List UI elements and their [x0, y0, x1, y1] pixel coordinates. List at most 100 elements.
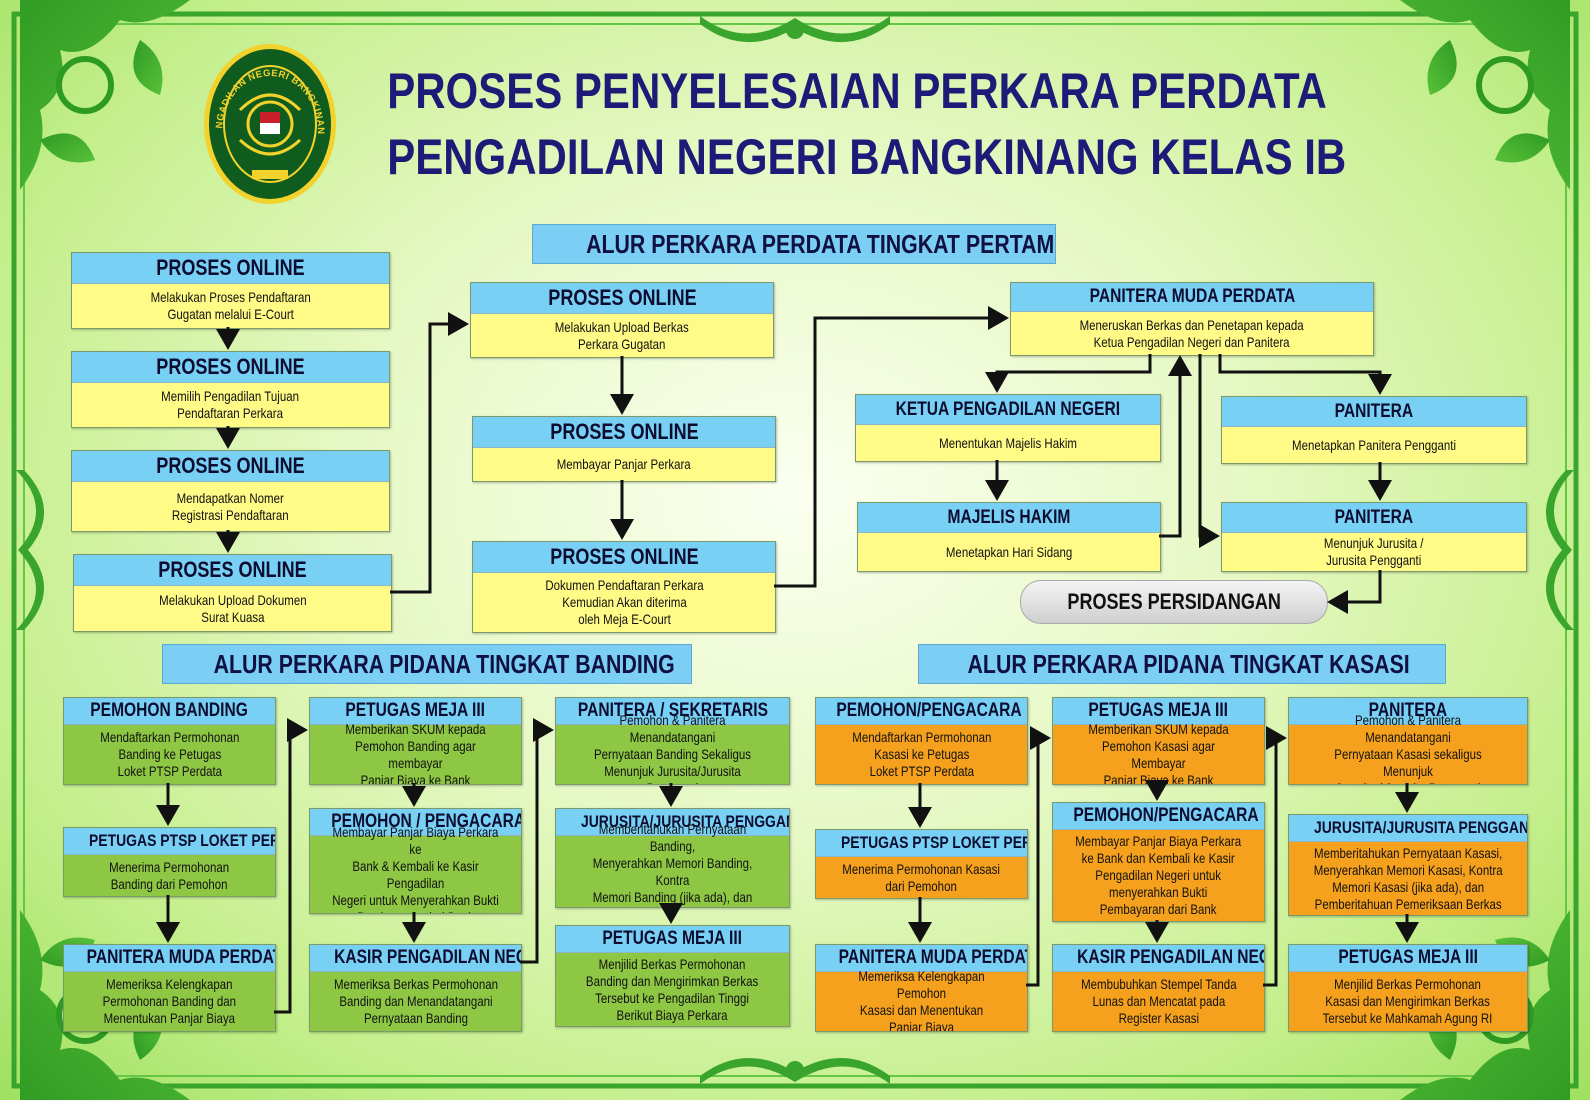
heading-tingkat-kasasi: ALUR PERKARA PIDANA TINGKAT KASASI — [918, 644, 1446, 684]
step-title: KETUA PENGADILAN NEGERI — [895, 399, 1121, 420]
step-text: Memeriksa Kelengkapan Pemohon Kasasi dan… — [858, 967, 985, 1032]
heading-tingkat-kasasi-text: ALUR PERKARA PIDANA TINGKAT KASASI — [967, 649, 1410, 679]
pertama-step-7: PROSES ONLINE Dokumen Pendaftaran Perkar… — [472, 541, 776, 633]
step-title: PANITERA — [1368, 700, 1448, 721]
step-title: PETUGAS PTSP LOKET PERDATA — [840, 833, 1027, 852]
step-title: JURUSITA/JURUSITA PENGGANTI — [1313, 818, 1527, 837]
pertama-panitera-2: PANITERA Menunjuk Jurusita / Jurusita Pe… — [1221, 502, 1527, 572]
kasasi-step-7: PANITERA Pemohon & Panitera Menandatanga… — [1288, 697, 1528, 785]
center-ornament-icon — [700, 16, 890, 1084]
proses-persidangan-terminal: PROSES PERSIDANGAN — [1020, 580, 1328, 624]
heading-tingkat-banding: ALUR PERKARA PIDANA TINGKAT BANDING — [162, 644, 692, 684]
step-title: PANITERA MUDA PERDATA — [86, 947, 275, 968]
kasasi-step-8: JURUSITA/JURUSITA PENGGANTI Memberitahuk… — [1288, 814, 1528, 916]
step-title: PROSES ONLINE — [549, 419, 699, 444]
step-text: Memberitahukan Pernyataan Kasasi, Menyer… — [1313, 844, 1503, 912]
heading-tingkat-banding-text: ALUR PERKARA PIDANA TINGKAT BANDING — [213, 649, 675, 679]
step-title: PROSES ONLINE — [156, 255, 305, 280]
step-title: PANITERA MUDA PERDATA — [1089, 286, 1295, 307]
court-logo-icon: PENGADILAN NEGERI BANGKINANG — [200, 40, 336, 204]
step-text: Menetapkan Panitera Pengganti — [1291, 436, 1457, 453]
step-title: PEMOHON BANDING — [90, 700, 249, 721]
step-title: JURUSITA/JURUSITA PENGGANTI — [580, 812, 789, 831]
step-text: Melakukan Proses Pendaftaran Gugatan mel… — [150, 289, 311, 322]
heading-tingkat-pertama: ALUR PERKARA PERDATA TINGKAT PERTAMA — [532, 224, 1056, 264]
corner-ornament-icon — [0, 0, 190, 190]
banding-step-2: PETUGAS PTSP LOKET PERDATA Menerima Perm… — [63, 827, 276, 897]
step-text: Memeriksa Berkas Permohonan Banding dan … — [333, 976, 498, 1026]
step-text: Membayar Panjar Biaya Perkara ke Bank da… — [1075, 833, 1242, 917]
step-title: PEMOHON/PENGACARA — [1073, 805, 1259, 826]
step-title: KASIR PENGADILAN NEGERI — [1077, 947, 1264, 968]
kasasi-step-9: PETUGAS MEJA III Menjilid Berkas Permoho… — [1288, 944, 1528, 1032]
banding-step-7: PANITERA / SEKRETARIS Pemohon & Panitera… — [555, 697, 790, 785]
banding-step-1: PEMOHON BANDING Mendaftarkan Permohonan … — [63, 697, 276, 785]
kasasi-step-2: PETUGAS PTSP LOKET PERDATA Menerima Perm… — [815, 829, 1028, 899]
step-text: Membayar Panjar Perkara — [557, 456, 691, 472]
pertama-step-2: PROSES ONLINE Memilih Pengadilan Tujuan … — [71, 351, 390, 428]
page-title-line-1: PROSES PENYELESAIAN PERKARA PERDATA — [387, 63, 1327, 119]
step-title: PROSES ONLINE — [549, 544, 699, 569]
kasasi-step-5: PEMOHON/PENGACARA Membayar Panjar Biaya … — [1052, 802, 1265, 922]
step-title: PROSES ONLINE — [156, 354, 305, 379]
step-text: Mendaftarkan Permohonan Kasasi ke Petuga… — [851, 729, 992, 779]
banding-step-6: KASIR PENGADILAN NEGERI Memeriksa Berkas… — [309, 944, 522, 1032]
pertama-step-6: PROSES ONLINE Membayar Panjar Perkara — [472, 416, 776, 482]
pertama-ketua-pn: KETUA PENGADILAN NEGERI Menentukan Majel… — [855, 394, 1161, 462]
step-title: MAJELIS HAKIM — [947, 507, 1071, 528]
step-text: Melakukan Upload Dokumen Surat Kuasa — [158, 591, 307, 625]
banding-step-9: PETUGAS MEJA III Menjilid Berkas Permoho… — [555, 925, 790, 1027]
step-title: PANITERA — [1334, 401, 1414, 422]
step-title: PANITERA / SEKRETARIS — [577, 700, 768, 721]
step-text: Mendapatkan Nomer Registrasi Pendaftaran — [172, 489, 289, 523]
step-text: Membubuhkan Stempel Tanda Lunas dan Menc… — [1080, 976, 1237, 1026]
step-title: KASIR PENGADILAN NEGERI — [334, 947, 521, 968]
step-title: PROSES ONLINE — [156, 453, 305, 478]
step-title: PETUGAS MEJA III — [1088, 700, 1229, 721]
step-text: Melakukan Upload Berkas Perkara Gugatan — [554, 318, 689, 352]
step-text: Menentukan Majelis Hakim — [939, 434, 1077, 451]
page-title-line-2: PENGADILAN NEGERI BANGKINANG KELAS IB — [387, 129, 1347, 185]
step-text: Memberikan SKUM kepada Pemohon Banding a… — [345, 720, 486, 785]
pertama-step-4: PROSES ONLINE Melakukan Upload Dokumen S… — [73, 554, 392, 632]
step-title: PETUGAS PTSP LOKET PERDATA — [88, 831, 275, 850]
step-title: PANITERA — [1334, 507, 1414, 528]
step-text: Memilih Pengadilan Tujuan Pendaftaran Pe… — [161, 388, 300, 421]
step-text: Membayar Panjar Biaya Perkara ke Bank & … — [332, 823, 499, 914]
step-title: PETUGAS MEJA III — [345, 700, 486, 721]
kasasi-step-4: PETUGAS MEJA III Memberikan SKUM kepada … — [1052, 697, 1265, 785]
kasasi-step-1: PEMOHON/PENGACARA Mendaftarkan Permohona… — [815, 697, 1028, 785]
step-text: Menjilid Berkas Permohonan Banding dan M… — [586, 955, 759, 1023]
step-text: Menunjuk Jurusita / Jurusita Pengganti — [1324, 535, 1424, 568]
step-text: Menetapkan Hari Sidang — [945, 543, 1073, 560]
pertama-step-3: PROSES ONLINE Mendapatkan Nomer Registra… — [71, 450, 390, 532]
side-ornament-icon — [16, 470, 1574, 630]
step-text: Pemohon & Panitera Menandatangani Pernya… — [593, 712, 752, 784]
banding-step-8: JURUSITA/JURUSITA PENGGANTI Memberitahuk… — [555, 808, 790, 908]
kasasi-step-3: PANITERA MUDA PERDATA Memeriksa Kelengka… — [815, 944, 1028, 1032]
step-text: Memberitahukan Pernyataan Banding, Menye… — [579, 820, 766, 908]
step-title: PROSES ONLINE — [547, 285, 697, 310]
step-text: Menerima Permohonan Kasasi dari Pemohon — [842, 860, 1001, 894]
step-text: Memberikan SKUM kepada Pemohon Kasasi ag… — [1088, 720, 1229, 785]
banding-step-5: PEMOHON / PENGACARA Membayar Panjar Biay… — [309, 808, 522, 914]
step-text: Dokumen Pendaftaran Perkara Kemudian Aka… — [544, 577, 704, 627]
step-title: PEMOHON / PENGACARA — [331, 811, 521, 832]
heading-tingkat-pertama-text: ALUR PERKARA PERDATA TINGKAT PERTAMA — [586, 229, 1056, 259]
step-text: Menjilid Berkas Permohonan Kasasi dan Me… — [1323, 976, 1493, 1026]
pertama-panitera-1: PANITERA Menetapkan Panitera Pengganti — [1221, 396, 1527, 464]
step-text: Menerima Permohonan Banding dari Pemohon — [109, 858, 230, 892]
step-title: PANITERA MUDA PERDATA — [838, 947, 1027, 968]
step-title: PETUGAS MEJA III — [1338, 947, 1478, 968]
pertama-step-5: PROSES ONLINE Melakukan Upload Berkas Pe… — [470, 282, 774, 358]
corner-ornament-icon — [1400, 0, 1590, 190]
pertama-step-1: PROSES ONLINE Melakukan Proses Pendaftar… — [71, 252, 390, 329]
banding-step-4: PETUGAS MEJA III Memberikan SKUM kepada … — [309, 697, 522, 785]
step-text: Mendaftarkan Permohonan Banding ke Petug… — [99, 729, 240, 779]
kasasi-step-6: KASIR PENGADILAN NEGERI Membubuhkan Stem… — [1052, 944, 1265, 1032]
pertama-panitera-muda: PANITERA MUDA PERDATA Meneruskan Berkas … — [1010, 282, 1374, 356]
banding-step-3: PANITERA MUDA PERDATA Memeriksa Kelengka… — [63, 944, 276, 1032]
step-title: PEMOHON/PENGACARA — [836, 700, 1022, 721]
step-title: PROSES ONLINE — [158, 557, 307, 582]
terminal-text: PROSES PERSIDANGAN — [1067, 589, 1281, 614]
